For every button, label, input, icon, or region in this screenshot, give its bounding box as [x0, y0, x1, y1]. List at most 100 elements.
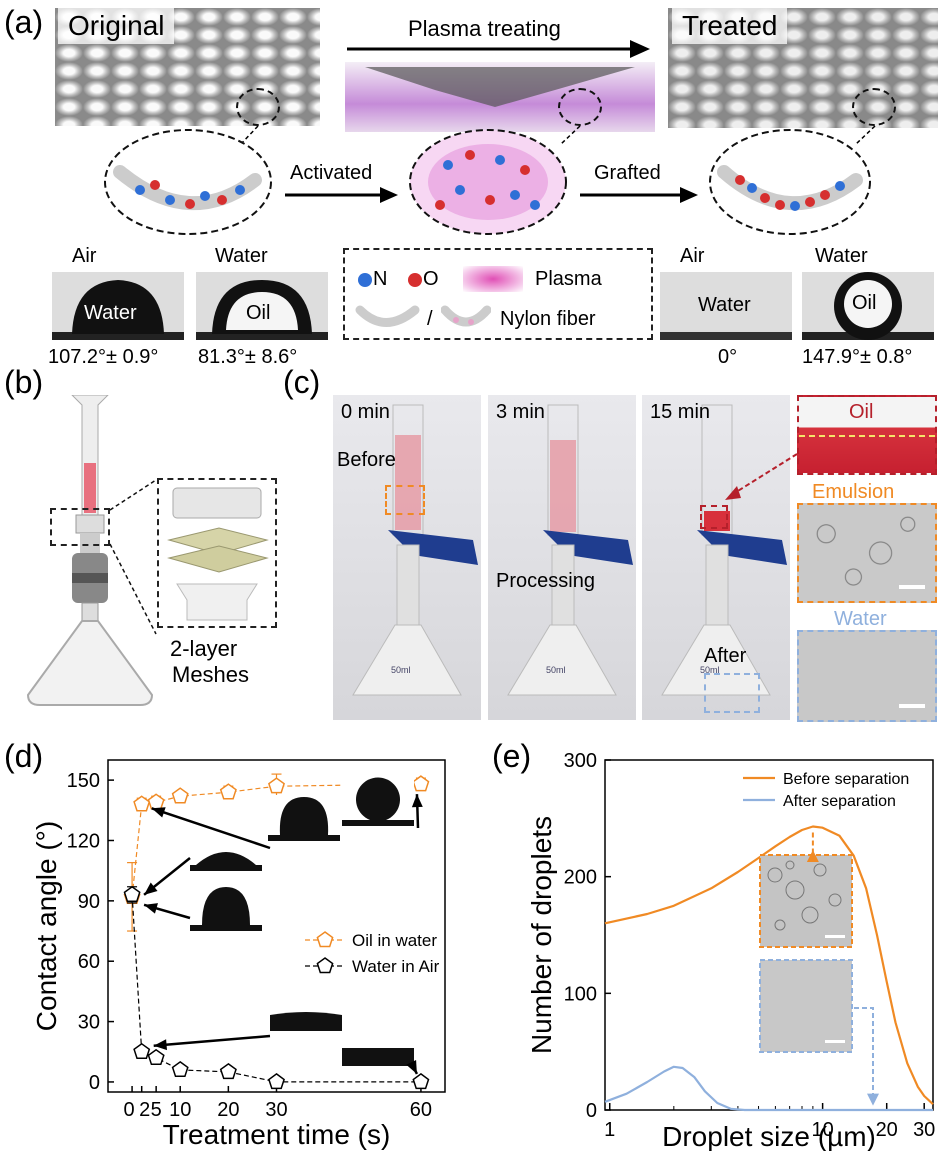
pointer-arrowhead	[151, 807, 166, 818]
x-axis-title: Treatment time (s)	[163, 1119, 391, 1150]
pointer-arrowhead	[144, 882, 158, 895]
x-tick-label: 60	[410, 1099, 432, 1121]
after-pointer-line	[854, 1007, 874, 1100]
droplet-circle	[767, 867, 783, 883]
inset2-drop: Oil	[246, 302, 271, 324]
contact-angle-inset	[190, 885, 262, 931]
panel-b-label: (b)	[4, 364, 44, 400]
y-tick-label: 60	[78, 951, 100, 973]
data-point-0	[219, 783, 237, 800]
data-point-1	[219, 1062, 237, 1080]
emulsion-micrograph	[797, 503, 937, 603]
contact-angle-inset	[190, 825, 262, 871]
after-pointer-head	[867, 1093, 879, 1106]
inset3-angle: 0°	[718, 346, 738, 368]
contact-angle-inset	[268, 795, 340, 841]
separation-apparatus-illustration	[26, 395, 154, 706]
oil-highlight-box	[700, 505, 728, 529]
flask-volume-15: 50ml	[700, 665, 720, 675]
panel-a-label: (a)	[4, 4, 44, 40]
inset2-image: Oil	[196, 272, 328, 340]
pointer-arrowhead	[153, 1039, 168, 1051]
data-point-0	[268, 777, 285, 794]
series-line-1	[604, 1065, 933, 1112]
legend-plasma: Plasma	[535, 268, 602, 290]
y-tick-label: 0	[586, 1100, 597, 1122]
x-tick-label: 0	[124, 1099, 135, 1121]
mesh-caption-line1: 2-layer	[170, 636, 238, 661]
zoom-circle-original	[236, 88, 280, 126]
inset1-drop: Water	[84, 302, 137, 324]
data-point-0	[147, 793, 165, 810]
emulsion-highlight-box	[385, 485, 425, 515]
oil-interface-line	[799, 435, 935, 437]
inset1-image: Water	[52, 272, 184, 340]
inset1-medium: Air	[72, 245, 97, 267]
droplet-circle	[785, 880, 805, 900]
time-0min: 0 min	[341, 401, 390, 423]
schematic-legend: N O Plasma / Nylon fiber	[343, 248, 653, 340]
legend-o: O	[423, 268, 439, 290]
before-micrograph-inset	[759, 854, 853, 948]
pointer-arrowhead	[411, 794, 423, 808]
series-line-0	[604, 825, 934, 1106]
oil-inset-label: Oil	[849, 401, 874, 423]
oil-inset: Oil	[797, 395, 937, 475]
water-label: Water	[834, 608, 887, 630]
data-point-0	[133, 795, 151, 812]
time-3min: 3 min	[496, 401, 545, 423]
legend-marker	[316, 931, 334, 948]
y-tick-label: 300	[564, 750, 597, 772]
y-tick-label: 120	[67, 830, 100, 852]
before-label: Before	[337, 449, 396, 471]
oil-pointer-arrow	[725, 453, 798, 500]
x-tick-label: 10	[811, 1119, 833, 1141]
zoom-circle-plasma	[558, 88, 602, 126]
mesh-caption-line2: Meshes	[172, 662, 250, 687]
mesh-stack-zoom	[157, 478, 277, 628]
x-axis-title: Droplet size (µm)	[662, 1121, 876, 1151]
inset4-image: Oil	[802, 272, 934, 340]
before-pointer-head	[806, 850, 819, 862]
legend-n: N	[373, 268, 388, 290]
inset2-medium: Water	[215, 245, 268, 267]
after-label: After	[704, 645, 747, 667]
panel-d-label: (d)	[4, 738, 44, 774]
pointer-arrowhead	[406, 1059, 417, 1074]
y-tick-label: 30	[78, 1012, 100, 1034]
droplet-circle	[801, 906, 819, 924]
x-tick-label: 20	[217, 1099, 239, 1121]
inset1-angle: 107.2°± 0.9°	[48, 346, 159, 368]
zoom-circle-treated	[852, 88, 896, 126]
grafted-label: Grafted	[594, 162, 661, 184]
zoom-lines-b	[109, 479, 157, 635]
x-tick-label: 2	[139, 1099, 150, 1121]
photo-0min: 0 min Before 50ml	[333, 395, 481, 720]
processing-label: Processing	[496, 570, 595, 592]
contact-angle-inset	[342, 1020, 414, 1066]
panel-c-label: (c)	[283, 364, 321, 400]
flask-volume-3: 50ml	[546, 665, 566, 675]
zoom-box-meshes	[50, 508, 110, 546]
data-point-0	[412, 775, 430, 792]
original-label: Original	[58, 8, 175, 44]
scale-bar-water	[899, 704, 925, 708]
fiber-schematics	[104, 125, 876, 235]
inset3-medium: Air	[680, 245, 705, 267]
contact-angle-inset	[270, 985, 342, 1031]
data-point-1	[133, 1042, 151, 1059]
legend-label: After separation	[783, 793, 896, 810]
plasma-treating-label: Plasma treating	[408, 16, 561, 41]
inset3-drop: Water	[698, 294, 751, 316]
water-micrograph	[797, 630, 937, 722]
plasma-chamber-image	[345, 62, 655, 132]
y-tick-label: 200	[564, 867, 597, 889]
x-tick-label: 30	[265, 1099, 287, 1121]
data-point-1	[268, 1072, 285, 1090]
inset4-angle: 147.9°± 0.8°	[802, 346, 913, 368]
flask-volume-0: 50ml	[391, 665, 411, 675]
data-point-1	[123, 885, 141, 903]
x-tick-label: 20	[876, 1119, 898, 1141]
